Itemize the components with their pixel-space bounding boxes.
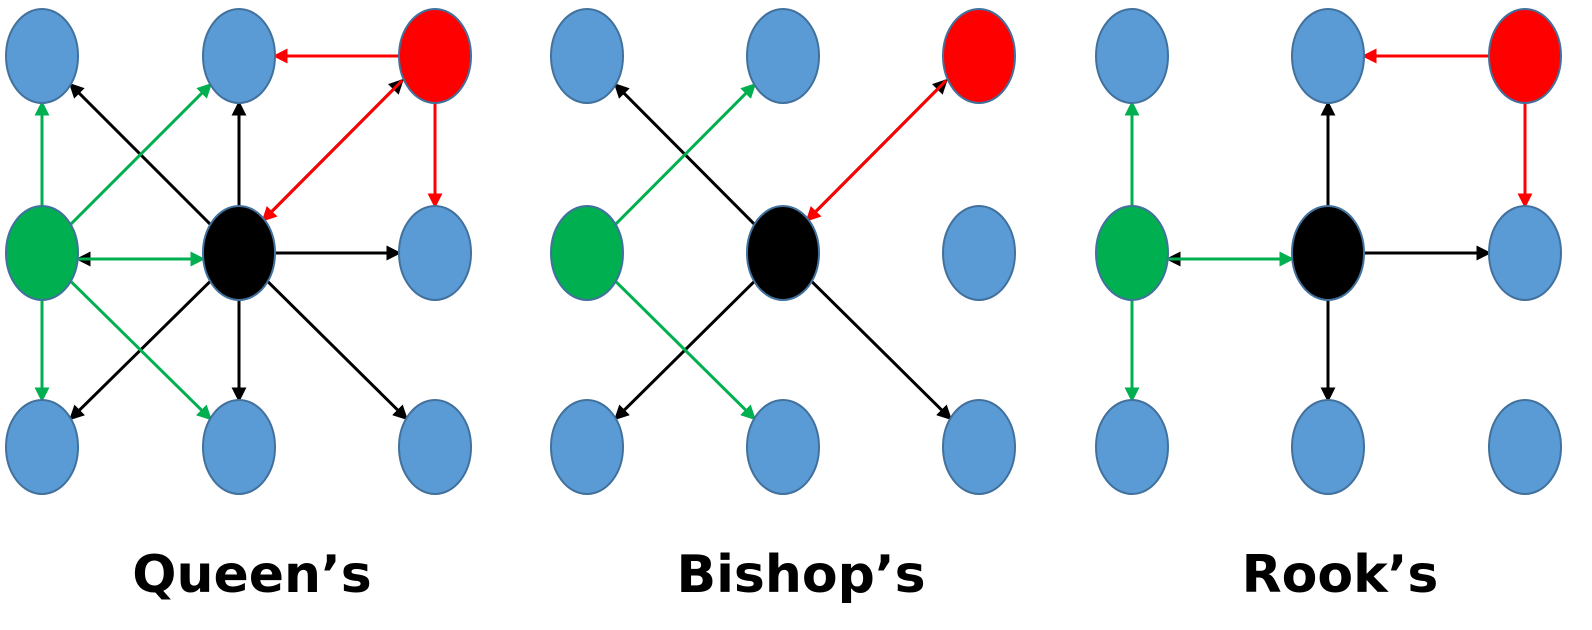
node-blue-r1c2: [1488, 205, 1562, 301]
node-blue-r2c2: [1488, 399, 1562, 495]
node-blue-r1c2: [942, 205, 1016, 301]
node-black-r1c1: [202, 205, 276, 301]
edge-black-11-to-22: [266, 280, 409, 421]
edge-green-10-to-21: [69, 280, 212, 421]
node-red-r0c2: [1488, 8, 1562, 104]
node-blue-r0c0: [550, 8, 624, 104]
node-blue-r0c0: [1095, 8, 1169, 104]
panel-queen: [5, 8, 472, 495]
caption-bishop: Bishop’s: [676, 545, 926, 605]
node-blue-r0c1: [1291, 8, 1365, 104]
edge-black-11-to-22: [810, 280, 953, 421]
node-blue-r0c1: [746, 8, 820, 104]
edge-red-02-to-11: [261, 79, 404, 222]
node-blue-r2c2: [942, 399, 1016, 495]
node-blue-r2c1: [746, 399, 820, 495]
edge-green-10-to-01: [614, 82, 757, 226]
node-blue-r2c2: [398, 399, 472, 495]
node-red-r0c2: [398, 8, 472, 104]
panel-bishop: [550, 8, 1016, 495]
node-green-r1c0: [550, 205, 624, 301]
node-blue-r0c0: [5, 8, 79, 104]
caption-queen: Queen’s: [132, 545, 372, 605]
node-blue-r0c1: [202, 8, 276, 104]
node-blue-r2c1: [202, 399, 276, 495]
node-blue-r2c0: [1095, 399, 1169, 495]
node-blue-r2c0: [5, 399, 79, 495]
node-blue-r2c0: [550, 399, 624, 495]
node-black-r1c1: [746, 205, 820, 301]
node-blue-r2c1: [1291, 399, 1365, 495]
edge-green-10-to-21: [614, 280, 757, 421]
panel-rook: [1095, 8, 1562, 495]
node-blue-r1c2: [398, 205, 472, 301]
caption-rook: Rook’s: [1241, 545, 1439, 605]
edge-red-02-to-11: [805, 79, 948, 222]
node-green-r1c0: [5, 205, 79, 301]
node-black-r1c1: [1291, 205, 1365, 301]
node-red-r0c2: [942, 8, 1016, 104]
edge-green-10-to-01: [69, 82, 213, 226]
node-green-r1c0: [1095, 205, 1169, 301]
